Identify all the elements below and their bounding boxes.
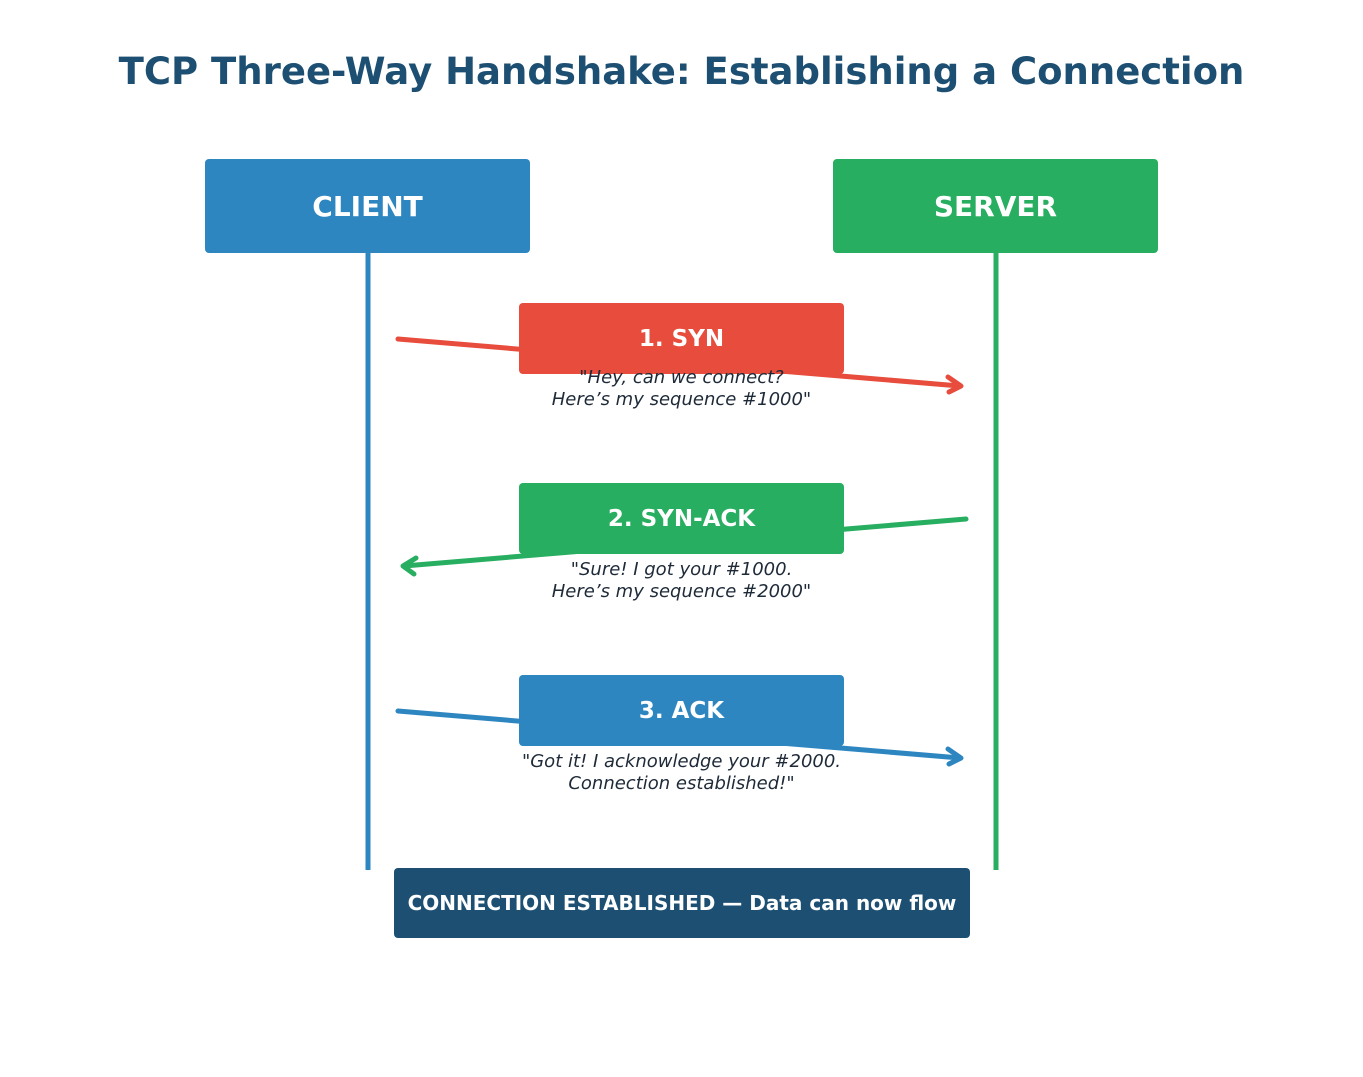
syn-caption: "Hey, can we connect? Here’s my sequence… [431, 367, 932, 411]
syn-ack-caption-line-2: Here’s my sequence #2000" [551, 581, 812, 602]
syn-caption-line-2: Here’s my sequence #1000" [551, 389, 812, 410]
syn-ack-caption: "Sure! I got your #1000. Here’s my seque… [431, 559, 932, 603]
ack-caption-line-1: "Got it! I acknowledge your #2000. [521, 751, 842, 772]
diagram-title: TCP Three-Way Handshake: Establishing a … [118, 50, 1245, 93]
ack-caption-line-2: Connection established!" [568, 773, 795, 794]
server-box: SERVER [833, 159, 1158, 253]
ack-caption: "Got it! I acknowledge your #2000. Conne… [431, 751, 932, 795]
connection-established-banner: CONNECTION ESTABLISHED — Data can now fl… [394, 868, 970, 938]
syn-ack-label: 2. SYN-ACK [519, 483, 844, 554]
syn-label: 1. SYN [519, 303, 844, 374]
client-box: CLIENT [205, 159, 530, 253]
ack-label: 3. ACK [519, 675, 844, 746]
syn-ack-caption-line-1: "Sure! I got your #1000. [570, 559, 793, 580]
syn-caption-line-1: "Hey, can we connect? [579, 367, 784, 388]
